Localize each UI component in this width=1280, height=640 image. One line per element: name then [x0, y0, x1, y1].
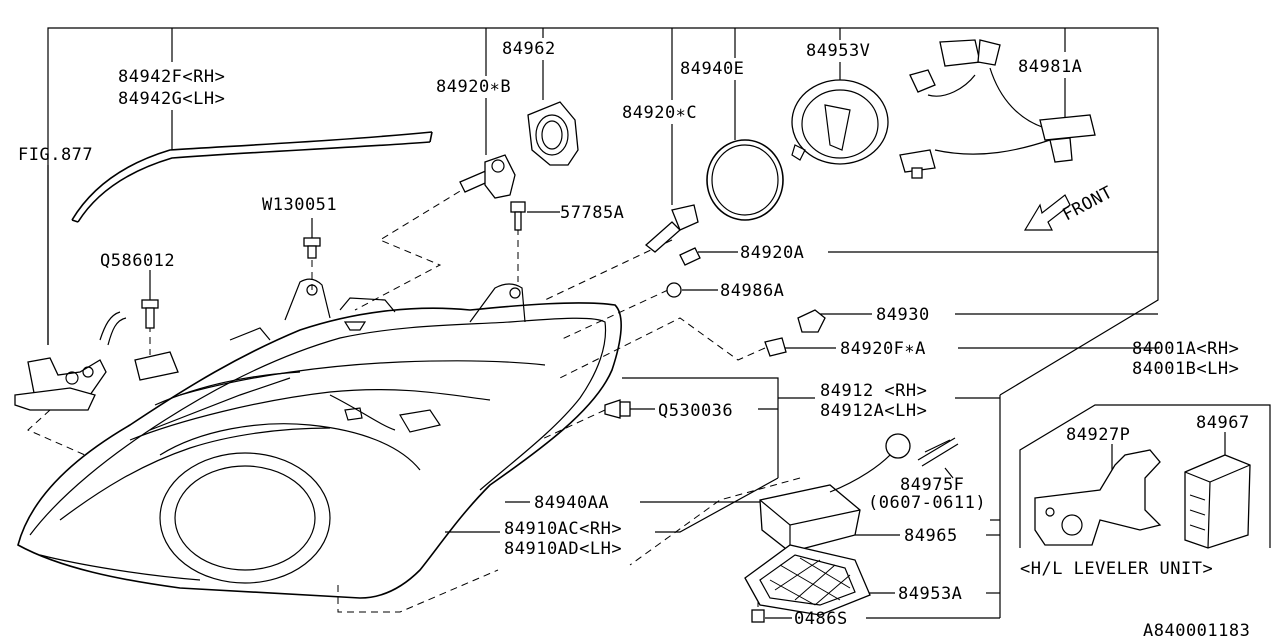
ballast-assembly: [744, 433, 959, 623]
label-84910ac[interactable]: 84910AC<RH>: [504, 519, 622, 539]
frame-lines: [47, 27, 1271, 619]
label-84920a[interactable]: 84920A: [740, 243, 804, 263]
label-84953v[interactable]: 84953V: [806, 41, 870, 61]
part-labels: FIG.877 84942F<RH> 84942G<LH> 84962 8492…: [18, 39, 1250, 640]
cover-cap: [791, 79, 889, 165]
label-84967[interactable]: 84967: [1196, 413, 1250, 433]
label-84910ad[interactable]: 84910AD<LH>: [504, 539, 622, 559]
label-84962[interactable]: 84962: [502, 39, 556, 59]
o-ring: [706, 139, 784, 221]
label-84920b[interactable]: 84920∗B: [436, 77, 511, 97]
label-84912[interactable]: 84912 <RH>: [820, 381, 927, 401]
bolts: [134, 201, 631, 419]
label-84981a[interactable]: 84981A: [1018, 57, 1082, 77]
bulb-b: [459, 154, 516, 199]
label-84942g[interactable]: 84942G<LH>: [118, 89, 225, 109]
label-leveler-unit: <H/L LEVELER UNIT>: [1020, 559, 1213, 579]
diagram-id: A840001183: [1143, 621, 1250, 640]
front-label: FRONT: [1059, 182, 1116, 225]
label-84940aa[interactable]: 84940AA: [534, 493, 609, 513]
label-0486s[interactable]: 0486S: [794, 609, 848, 629]
label-84953a[interactable]: 84953A: [898, 584, 962, 604]
label-q530036[interactable]: Q530036: [658, 401, 733, 421]
label-84920fa[interactable]: 84920F∗A: [840, 339, 926, 359]
label-84942f[interactable]: 84942F<RH>: [118, 67, 225, 87]
label-84975f[interactable]: 84975F: [900, 475, 964, 495]
front-arrow: FRONT: [1023, 182, 1116, 231]
retainer-ring: [527, 101, 579, 166]
assembly-dashed-lines: [27, 184, 801, 613]
label-84001a[interactable]: 84001A<RH>: [1132, 339, 1239, 359]
label-84965[interactable]: 84965: [904, 526, 958, 546]
label-w130051[interactable]: W130051: [262, 195, 337, 215]
bulb-c: [644, 204, 699, 253]
trim-strip: [71, 131, 433, 223]
label-84927p[interactable]: 84927P: [1066, 425, 1130, 445]
label-84975f-date: (0607-0611): [868, 493, 986, 513]
label-84920c[interactable]: 84920∗C: [622, 103, 697, 123]
label-84912a[interactable]: 84912A<LH>: [820, 401, 927, 421]
leveler-unit: [1034, 449, 1251, 549]
label-84001b[interactable]: 84001B<LH>: [1132, 359, 1239, 379]
label-84930[interactable]: 84930: [876, 305, 930, 325]
label-84940e[interactable]: 84940E: [680, 59, 744, 79]
small-bulbs: [666, 247, 826, 357]
label-84986a[interactable]: 84986A: [720, 281, 784, 301]
wiring-harness: [899, 39, 1096, 179]
headlamp-housing: [17, 278, 622, 599]
leveling-actuator: [14, 311, 127, 411]
label-57785a[interactable]: 57785A: [560, 203, 624, 223]
label-fig877[interactable]: FIG.877: [18, 145, 93, 165]
label-q586012[interactable]: Q586012: [100, 251, 175, 271]
